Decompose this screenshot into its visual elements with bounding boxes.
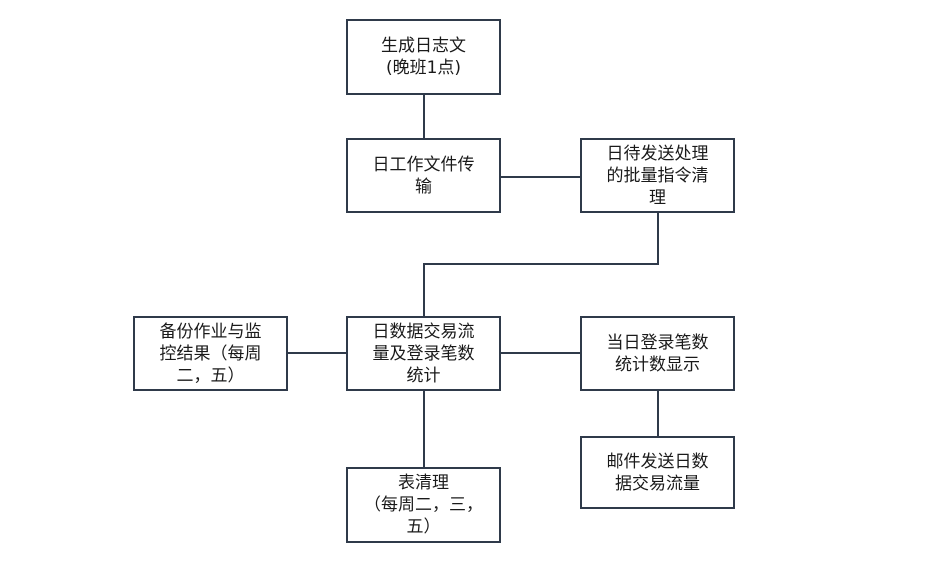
connector-stats-to-table-cleanup (423, 391, 425, 467)
node-label: 日数据交易流 量及登录笔数 统计 (372, 321, 475, 386)
connector-log-to-transfer (423, 95, 425, 138)
node-generate-log: 生成日志文 (晚班1点) (346, 19, 501, 95)
node-daily-file-transfer: 日工作文件传 输 (346, 138, 501, 213)
connector-login-display-to-email (657, 391, 659, 436)
node-label: 邮件发送日数 据交易流量 (606, 451, 709, 494)
connector-transfer-to-cleanup (501, 176, 580, 178)
connector-cleanup-horizontal (423, 263, 659, 265)
connector-stats-to-login-display (501, 352, 580, 354)
node-label: 备份作业与监 控结果（每周 二，五） (159, 321, 262, 386)
node-label: 当日登录笔数 统计数显示 (606, 332, 709, 375)
node-table-cleanup: 表清理 （每周二，三， 五） (346, 467, 501, 543)
node-email-daily-flow: 邮件发送日数 据交易流量 (580, 436, 735, 509)
node-daily-stats: 日数据交易流 量及登录笔数 统计 (346, 316, 501, 391)
node-label: 生成日志文 (晚班1点) (381, 36, 466, 78)
connector-stats-to-backup (288, 352, 346, 354)
node-login-count-display: 当日登录笔数 统计数显示 (580, 316, 735, 391)
node-label: 表清理 （每周二，三， 五） (364, 473, 483, 537)
node-backup-monitor: 备份作业与监 控结果（每周 二，五） (133, 316, 288, 391)
node-label: 日工作文件传 输 (372, 154, 475, 197)
node-label: 日待发送处理 的批量指令清 理 (606, 143, 709, 208)
connector-to-daily-stats (423, 263, 425, 316)
node-pending-batch-cleanup: 日待发送处理 的批量指令清 理 (580, 138, 735, 213)
connector-cleanup-down (657, 213, 659, 265)
